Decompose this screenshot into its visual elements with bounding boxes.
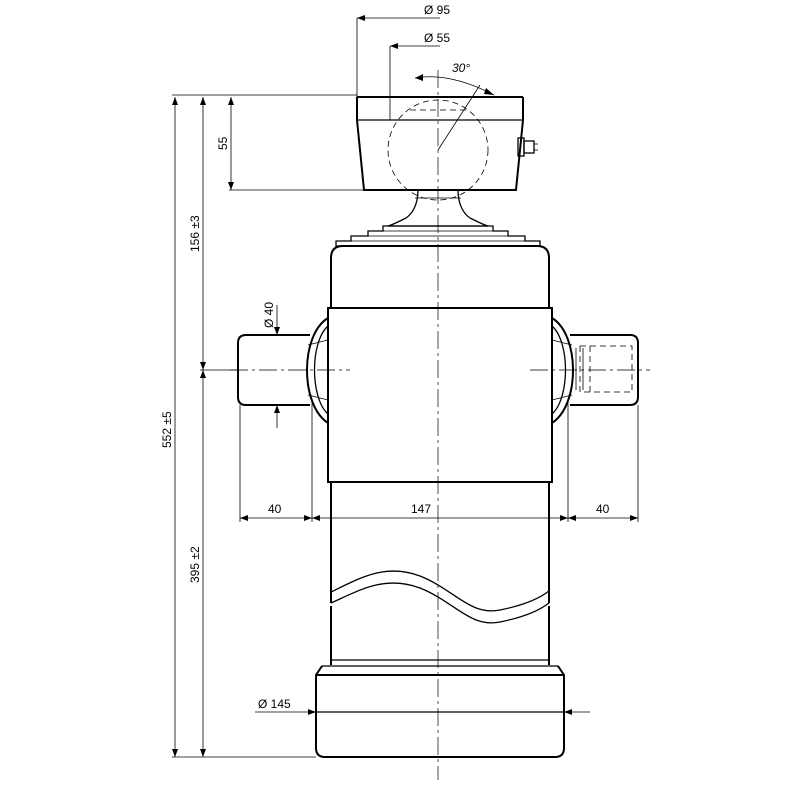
head-cap (356, 96, 538, 191)
dim-total-height: 552 ±5 (160, 411, 174, 448)
upper-body (330, 245, 550, 309)
dim-head-height: 55 (216, 136, 230, 150)
dimension-lines (172, 15, 639, 758)
lower-body (330, 482, 550, 665)
dim-base-diameter: Ø 145 (258, 697, 291, 711)
dim-pin-right: 40 (596, 502, 610, 516)
right-trunnion-pin (570, 334, 639, 406)
dim-upper-height: 156 ±3 (188, 215, 202, 252)
dim-pin-diameter: Ø 40 (262, 302, 276, 328)
trunnion-ring (306, 307, 574, 483)
dim-lower-height: 395 ±2 (188, 546, 202, 583)
dim-body-width: 147 (411, 502, 431, 516)
seal-steps (335, 225, 541, 247)
dim-angle: 30° (452, 61, 470, 75)
centerlines (230, 70, 650, 780)
base (315, 665, 565, 758)
dim-diameter-top: Ø 95 (424, 3, 450, 17)
dim-diameter-ball: Ø 55 (424, 31, 450, 45)
dim-pin-left: 40 (268, 502, 282, 516)
